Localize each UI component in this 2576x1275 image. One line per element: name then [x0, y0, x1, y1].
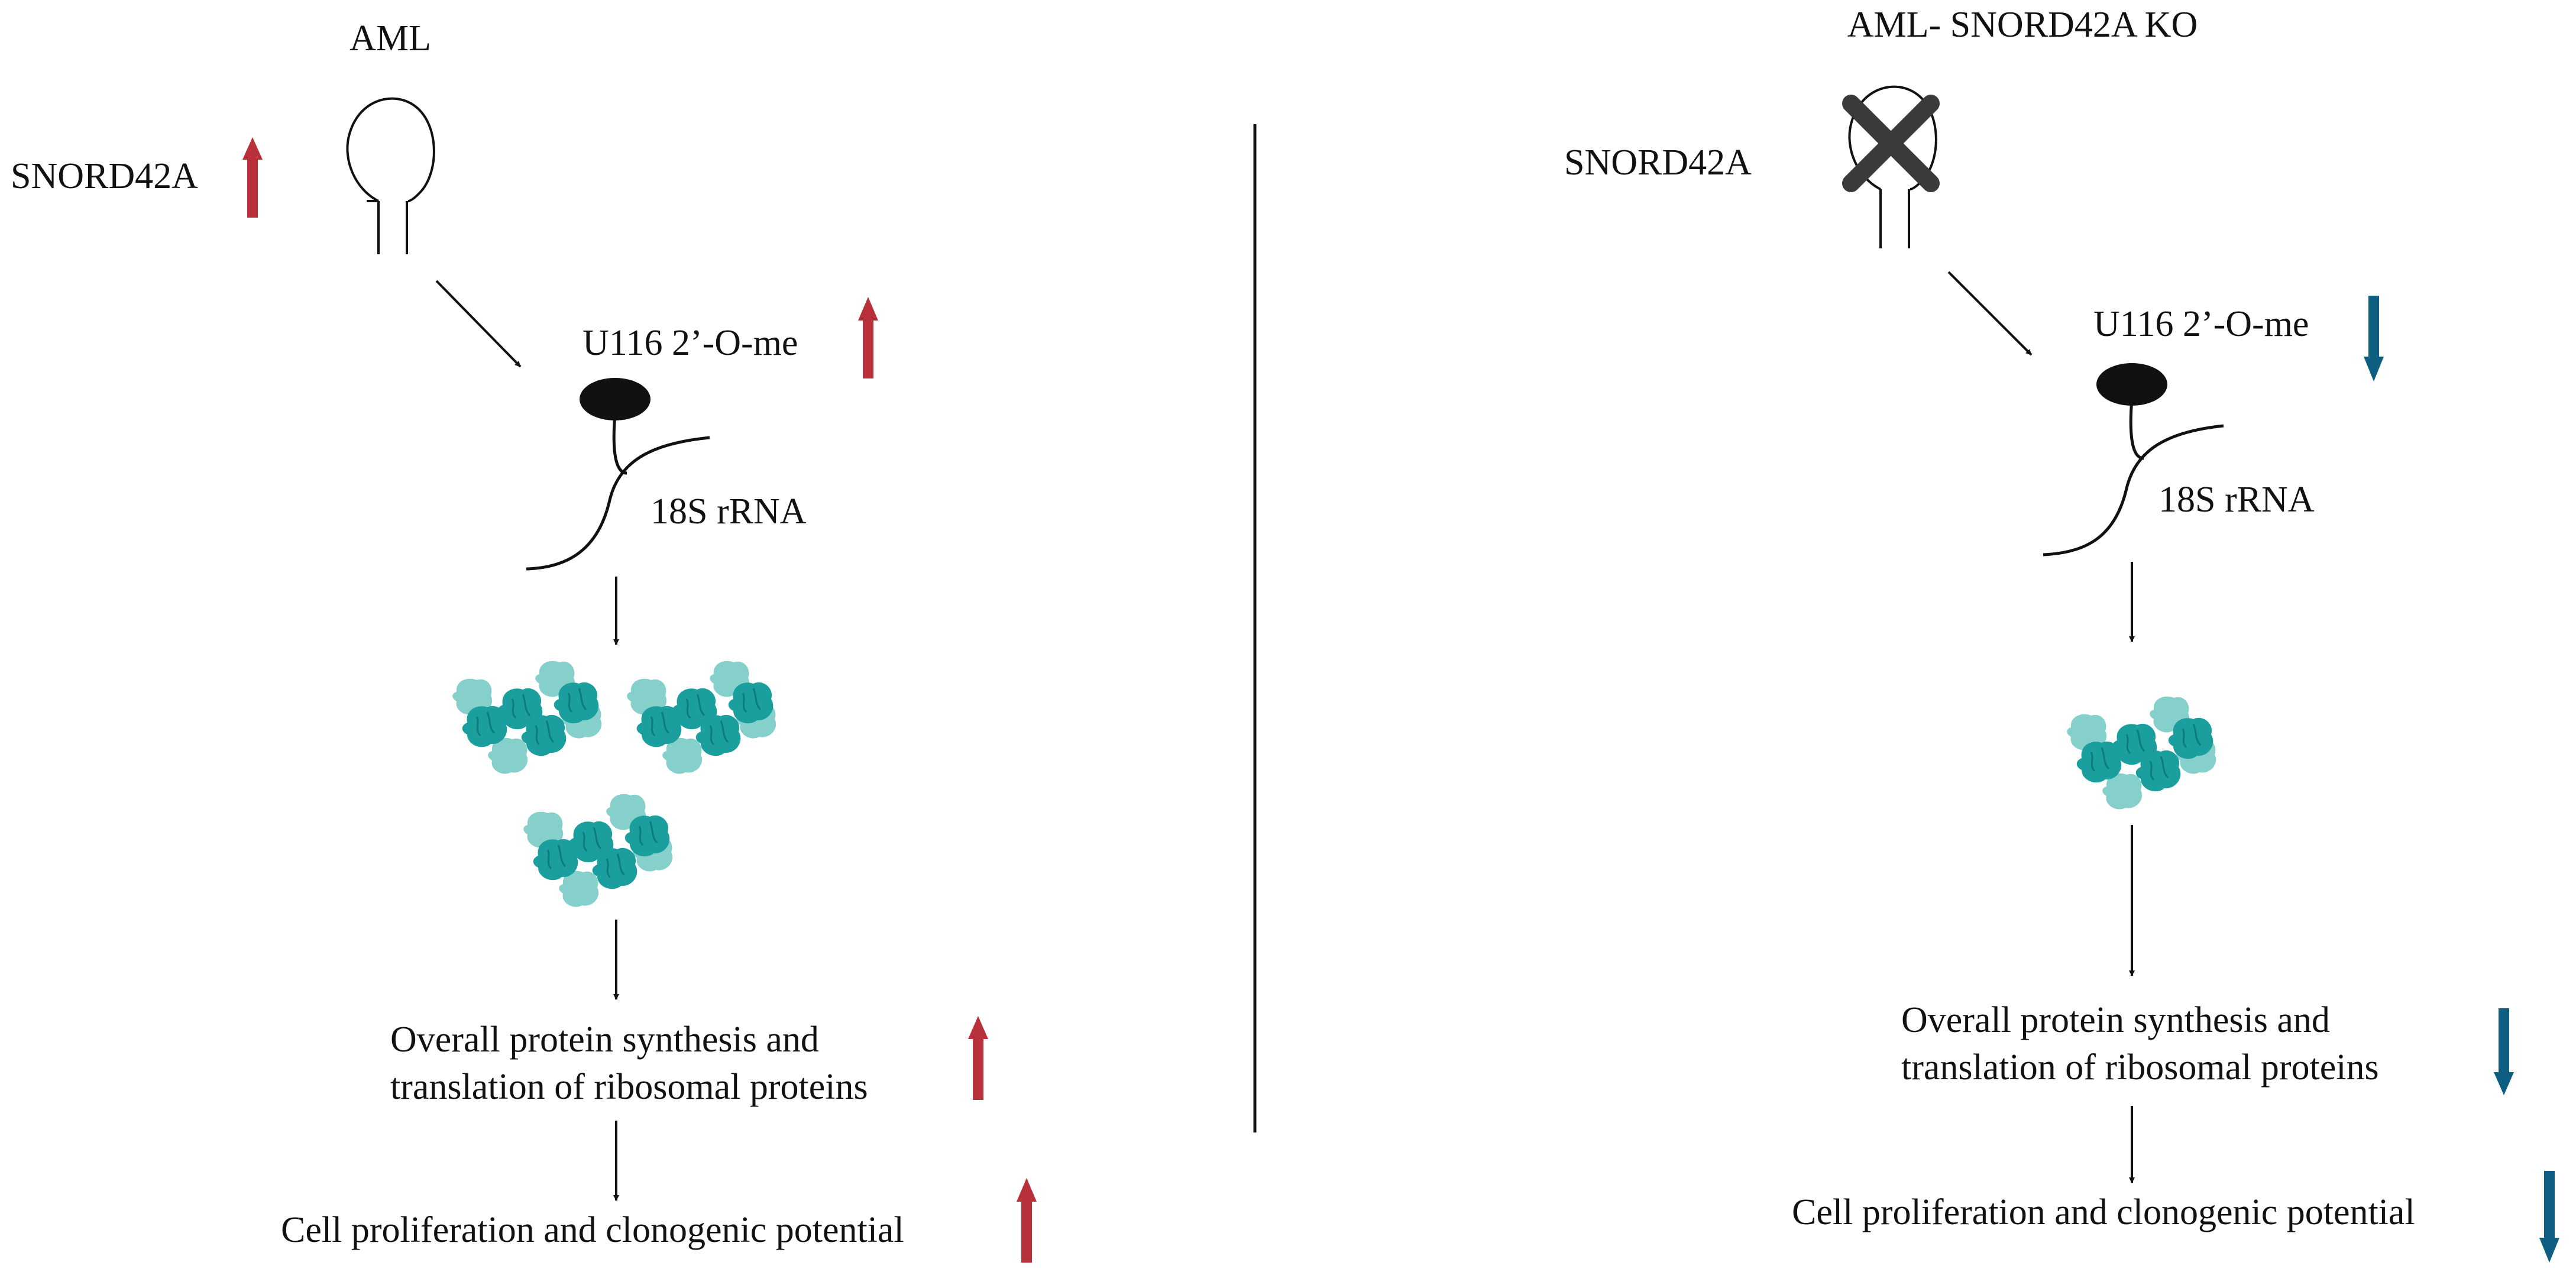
left-ribosome-cluster-2: [627, 661, 776, 774]
left-arrow-snord-to-methyl: [435, 280, 522, 368]
right-methyl-group-icon: [2096, 363, 2167, 406]
right-rrna-strand: [2043, 399, 2224, 556]
right-rrna-label: 18S rRNA: [2158, 480, 2315, 520]
left-protein-label-line2: translation of ribosomal proteins: [390, 1067, 868, 1107]
left-snord-up-arrow: [242, 137, 263, 218]
right-snord-label: SNORD42A: [1564, 143, 1752, 183]
right-proliferation-label: Cell proliferation and clonogenic potent…: [1792, 1192, 2415, 1232]
right-protein-label-line2: translation of ribosomal proteins: [1901, 1047, 2379, 1088]
right-proliferation-down-arrow: [2539, 1171, 2559, 1263]
left-proliferation-up-arrow: [1017, 1178, 1037, 1263]
left-protein-up-arrow: [968, 1016, 988, 1100]
left-methylation-up-arrow: [858, 297, 878, 378]
right-protein-down-arrow: [2494, 1008, 2514, 1095]
right-ribosome-cluster-1: [2067, 697, 2216, 810]
left-rrna-strand: [526, 413, 710, 571]
left-rrna-label: 18S rRNA: [651, 491, 807, 532]
left-ribosome-cluster-3: [523, 794, 672, 907]
left-protein-label-line1: Overall protein synthesis and: [390, 1020, 819, 1060]
right-arrow-snord-to-methyl: [1947, 271, 2033, 356]
right-methylation-down-arrow: [2364, 296, 2384, 381]
left-methyl-group-icon: [580, 378, 651, 420]
right-title: AML- SNORD42A KO: [1847, 5, 2198, 45]
left-ribosome-cluster-1: [452, 661, 601, 774]
left-snord-label: SNORD42A: [11, 156, 198, 196]
left-title: AML: [349, 18, 431, 59]
right-knockout-cross-icon: [1842, 95, 1940, 192]
right-protein-label-line1: Overall protein synthesis and: [1901, 1000, 2330, 1040]
left-methylation-label: U116 2’-O-me: [582, 323, 798, 363]
right-methylation-label: U116 2’-O-me: [2093, 304, 2309, 344]
right-panel: AML- SNORD42A KO SNORD42A U116 2’-O-me 1…: [1564, 5, 2559, 1263]
left-proliferation-label: Cell proliferation and clonogenic potent…: [281, 1210, 904, 1250]
left-snorna-hairpin-icon: [346, 97, 435, 254]
left-panel: AML SNORD42A U116 2’-O-me 18S rRNA: [11, 18, 1037, 1263]
